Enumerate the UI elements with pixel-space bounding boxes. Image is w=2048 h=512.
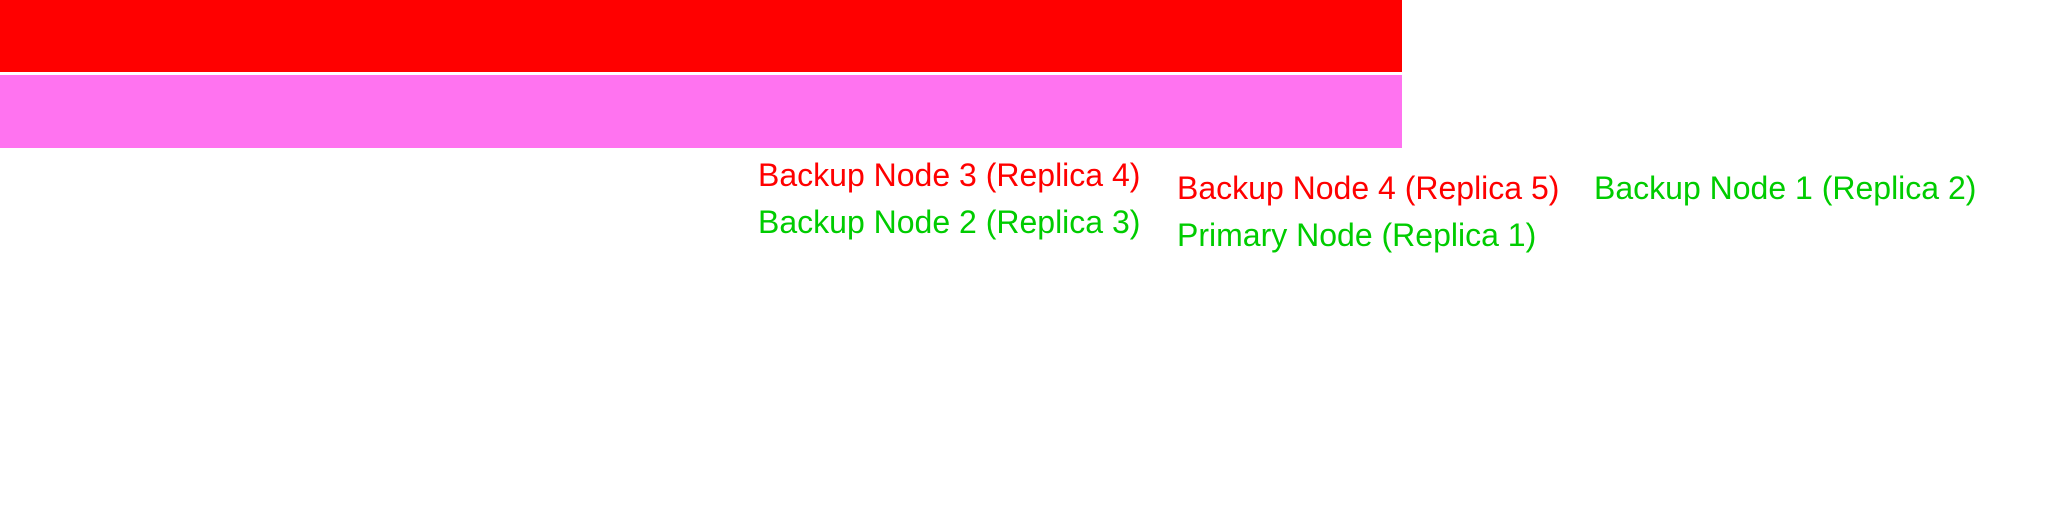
bottom-bar [0,75,1402,148]
label-backup-node-3: Backup Node 3 (Replica 4) [758,157,1141,193]
label-backup-node-4: Backup Node 4 (Replica 5) [1177,170,1560,206]
top-bar [0,0,1402,72]
label-primary-node: Primary Node (Replica 1) [1177,217,1537,253]
label-backup-node-1: Backup Node 1 (Replica 2) [1594,170,1977,206]
label-backup-node-2: Backup Node 2 (Replica 3) [758,204,1141,240]
